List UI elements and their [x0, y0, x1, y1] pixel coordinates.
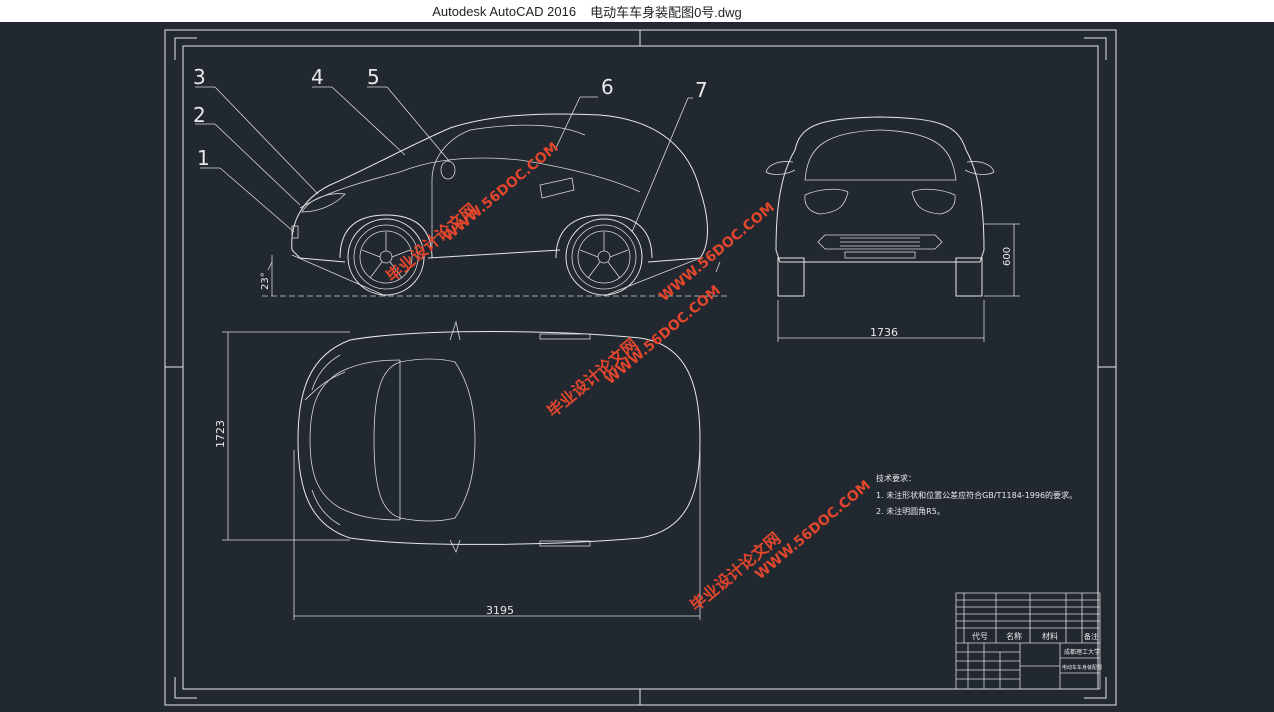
- title-block-drawing-name: 电动车车身装配图: [1062, 664, 1102, 671]
- side-view-car: [262, 113, 730, 297]
- callout-1: 1: [197, 146, 210, 170]
- callout-7: 7: [695, 78, 708, 102]
- top-view-car: [297, 320, 701, 554]
- inner-border: [182, 45, 1099, 690]
- length-dim: 3195: [486, 604, 514, 617]
- centering-marks: [165, 30, 1116, 705]
- title-block-remark: 备注: [1084, 632, 1098, 641]
- front-width-dim: 1736: [870, 326, 898, 339]
- title-block-code: 代号: [972, 631, 988, 641]
- callout-4: 4: [311, 65, 324, 89]
- tech-notes-line1: 1. 未注形状和位置公差应符合GB/T1184-1996的要求。: [876, 490, 1077, 500]
- tech-notes-line2: 2. 未注明圆角R5。: [876, 506, 945, 516]
- drawing-canvas[interactable]: 23° 1 2 3 4 5 6 7: [0, 22, 1274, 712]
- title-block-name: 名称: [1006, 631, 1022, 641]
- front-dim-lines: [777, 223, 1020, 342]
- drawing-svg: 23° 1 2 3 4 5 6 7: [164, 29, 1117, 706]
- corner-marks: [174, 37, 1107, 699]
- outer-border: [164, 29, 1117, 706]
- front-view-car: [765, 116, 995, 297]
- watermark-cn-1: 毕业设计论文网: [382, 200, 480, 287]
- front-height-dim: 600: [1002, 247, 1013, 266]
- title-block-school: 成都理工大学: [1064, 648, 1100, 656]
- top-width-dim: 1723: [214, 420, 227, 448]
- angle-dimension: 23°: [260, 272, 271, 290]
- top-dim-lines: [222, 331, 701, 620]
- callout-2: 2: [193, 103, 206, 127]
- app-title: Autodesk AutoCAD 2016: [432, 3, 577, 19]
- file-name: 电动车车身装配图0号.dwg: [590, 4, 742, 20]
- callout-3: 3: [193, 65, 206, 89]
- tech-notes-heading: 技术要求：: [876, 473, 916, 483]
- watermark-cn-2: 毕业设计论文网: [543, 335, 641, 422]
- title-block: [955, 592, 1101, 690]
- callout-5: 5: [367, 65, 380, 89]
- callout-leaders: [195, 86, 693, 233]
- callout-6: 6: [601, 75, 614, 99]
- window-title-bar: Autodesk AutoCAD 2016 电动车车身装配图0号.dwg: [0, 0, 1274, 22]
- title-block-material: 材料: [1042, 631, 1058, 641]
